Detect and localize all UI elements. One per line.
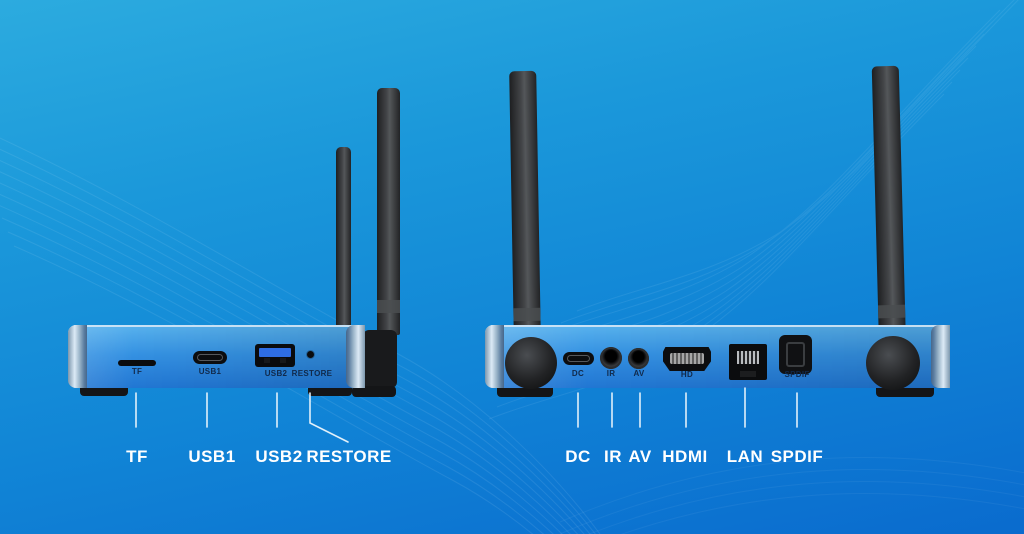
hdmi-port bbox=[663, 347, 711, 371]
callout-label-tf: TF bbox=[126, 447, 148, 466]
tf-card-slot bbox=[118, 360, 156, 366]
usb-a-tongue bbox=[259, 348, 291, 357]
printed-label-tf: TF bbox=[131, 367, 143, 376]
printed-label-restore: RESTORE bbox=[291, 369, 333, 378]
antenna-hinge bbox=[363, 330, 397, 388]
metal-edge bbox=[931, 325, 950, 388]
restore-pinhole bbox=[307, 351, 314, 358]
metal-edge bbox=[346, 325, 365, 388]
av-jack bbox=[628, 348, 649, 369]
callout-label-hdmi: HDMI bbox=[662, 447, 708, 466]
antenna bbox=[509, 70, 541, 348]
callout-label-usb2: USB2 bbox=[255, 447, 303, 466]
antenna-joint bbox=[513, 307, 541, 322]
device-foot bbox=[352, 386, 396, 397]
antenna-base bbox=[866, 336, 920, 390]
printed-label-usb2: USB2 bbox=[264, 369, 288, 378]
antenna bbox=[377, 88, 400, 335]
callout-label-usb1: USB1 bbox=[188, 447, 236, 466]
printed-label-av: AV bbox=[633, 369, 645, 378]
metal-edge bbox=[485, 325, 504, 388]
callout-label-restore: RESTORE bbox=[306, 447, 392, 466]
left-device-body: TF USB1 USB2 RESTORE bbox=[68, 325, 365, 388]
wave-group-bottom bbox=[559, 457, 1024, 534]
usb-c-pin bbox=[197, 354, 223, 361]
lan-tab bbox=[740, 371, 756, 377]
antenna-base bbox=[505, 337, 557, 389]
usb-c-pin bbox=[567, 355, 590, 362]
dc-power-port bbox=[563, 352, 594, 365]
ir-jack bbox=[600, 347, 622, 369]
callout-label-av: AV bbox=[628, 447, 652, 466]
lan-pins bbox=[737, 351, 759, 364]
printed-label-spdif: SPDIF bbox=[784, 370, 810, 379]
usb-a-port bbox=[255, 344, 295, 367]
callout-label-lan: LAN bbox=[726, 447, 764, 466]
antenna-joint bbox=[877, 304, 906, 319]
printed-label-ir: IR bbox=[606, 369, 616, 378]
antenna bbox=[336, 147, 351, 335]
spdif-optical-port bbox=[779, 335, 812, 374]
antenna-joint bbox=[377, 300, 400, 313]
metal-edge bbox=[68, 325, 87, 388]
usb-c-port bbox=[193, 351, 227, 364]
callout-label-spdif: SPDIF bbox=[770, 447, 824, 466]
hdmi-slot bbox=[670, 353, 704, 364]
printed-label-dc: DC bbox=[571, 369, 585, 378]
callout-label-ir: IR bbox=[604, 447, 622, 466]
spdif-ring bbox=[786, 342, 805, 367]
printed-label-hd: HD bbox=[680, 370, 694, 379]
printed-label-usb1: USB1 bbox=[198, 367, 222, 376]
callout-label-dc: DC bbox=[565, 447, 591, 466]
lan-port bbox=[729, 344, 767, 380]
